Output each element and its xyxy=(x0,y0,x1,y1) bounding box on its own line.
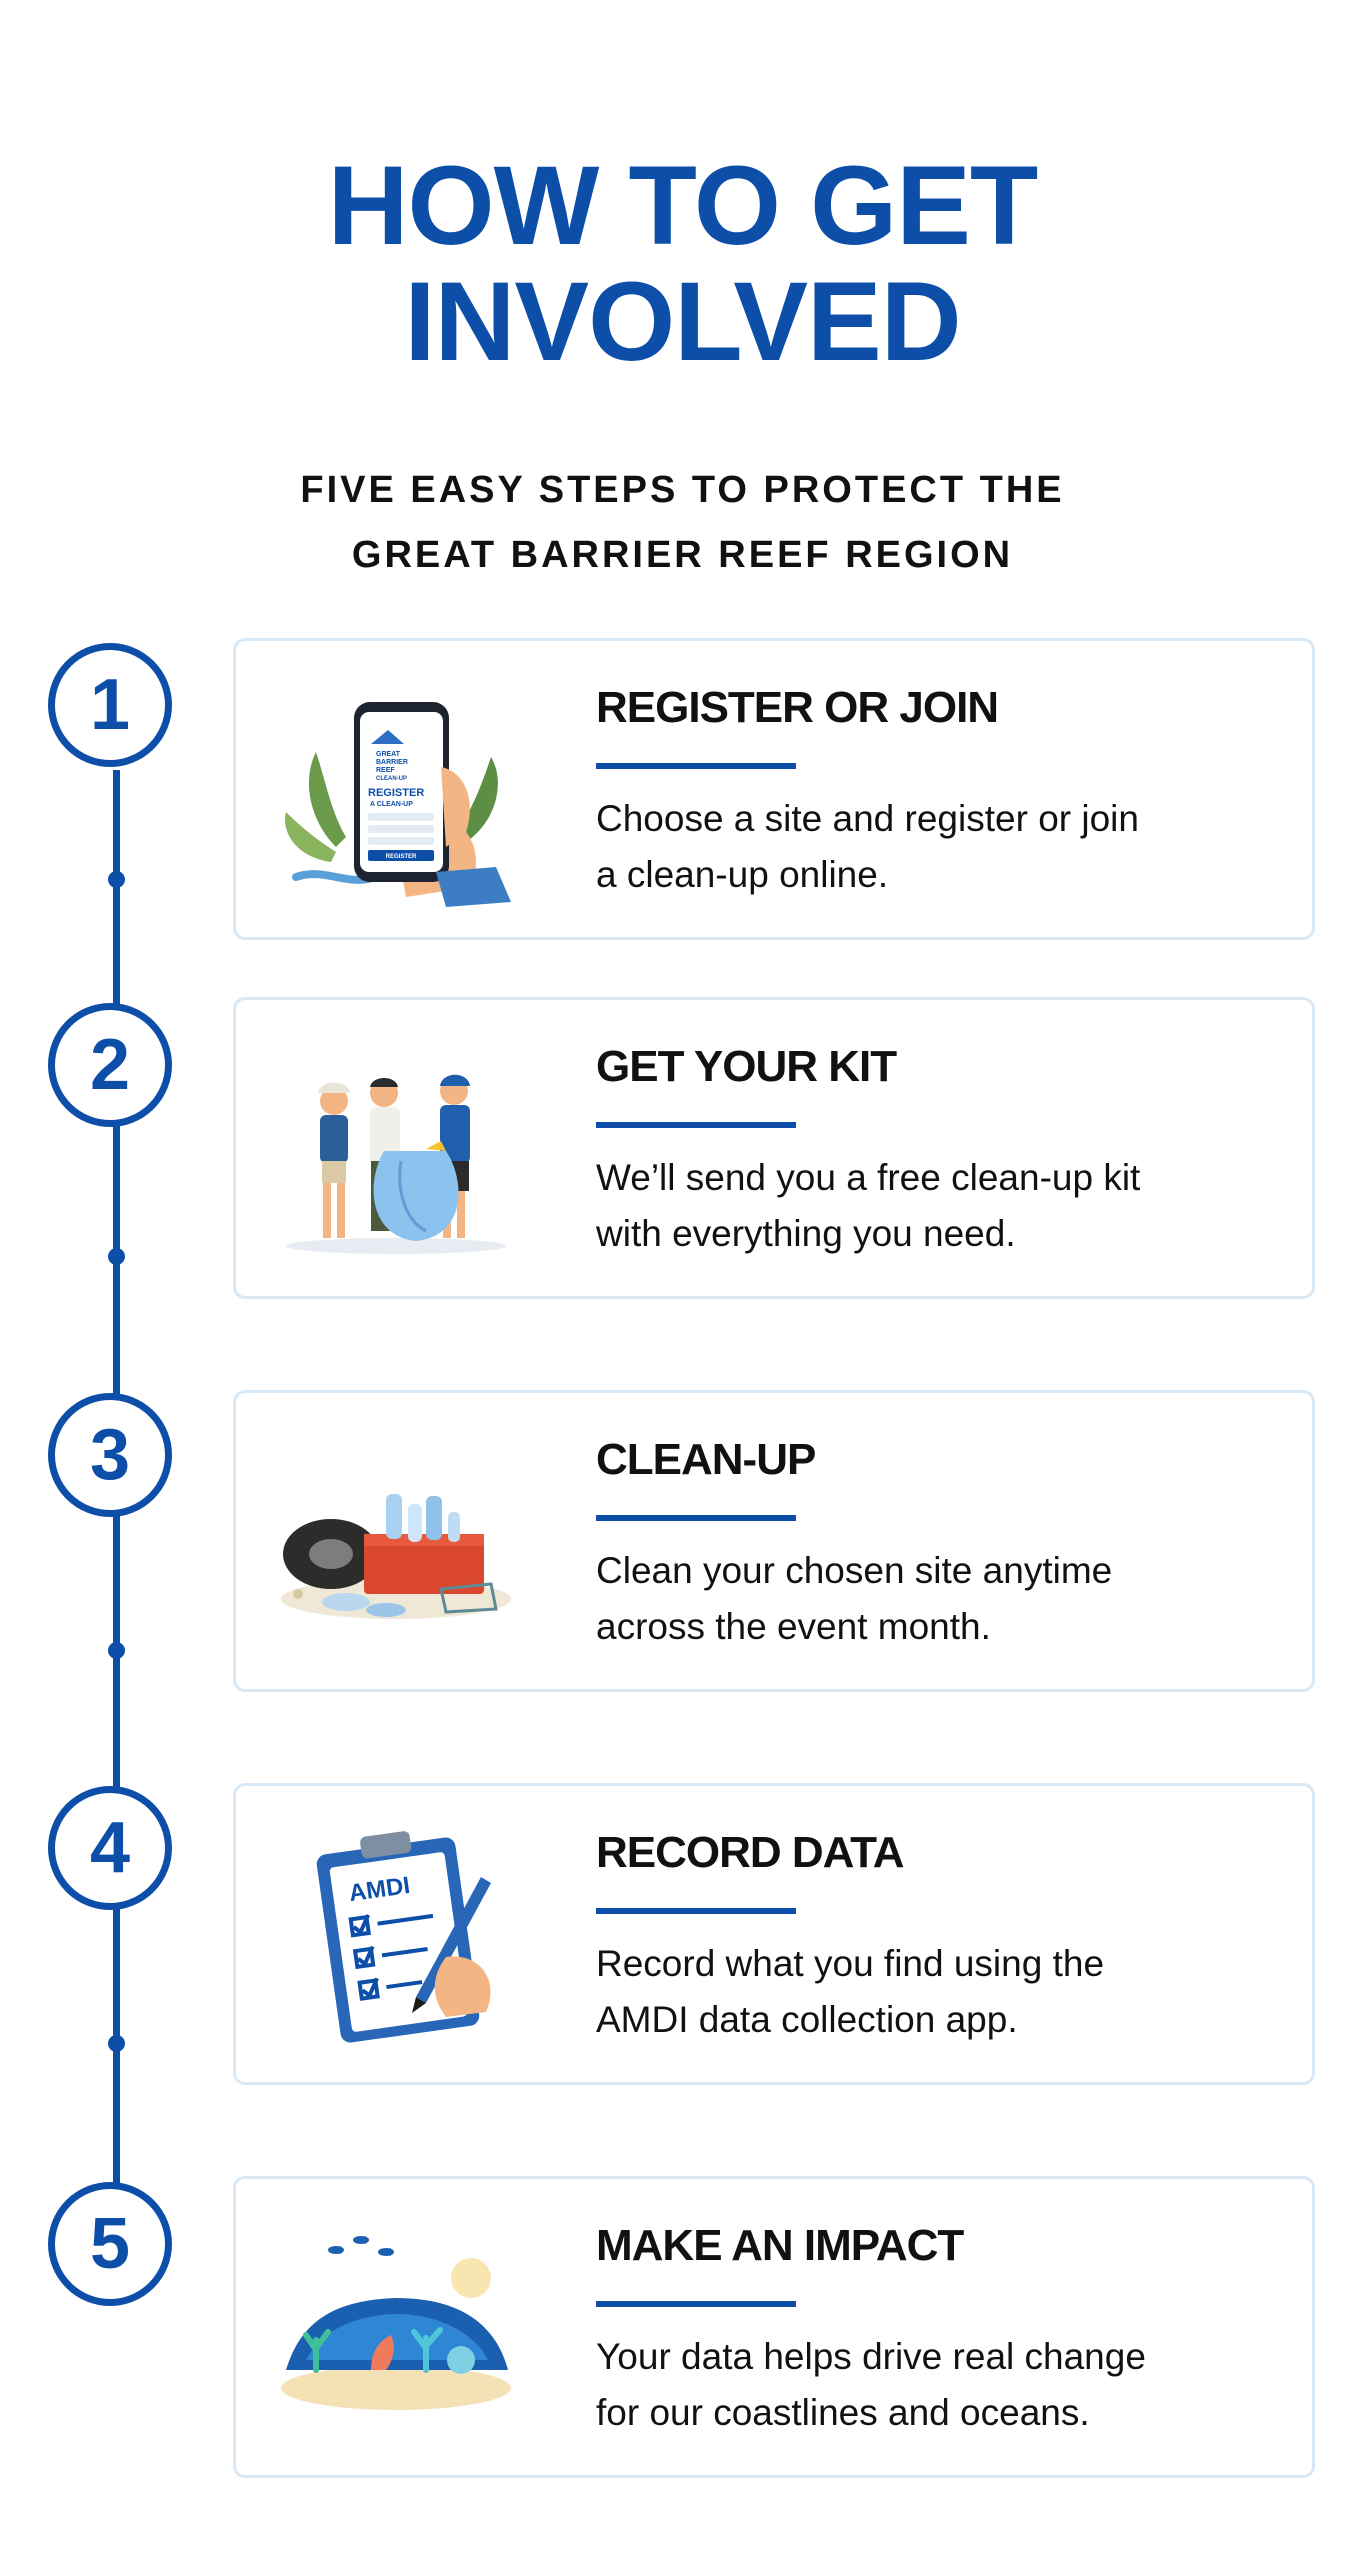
step-title: GET YOUR KIT xyxy=(596,1042,897,1091)
title-underline xyxy=(596,1515,796,1521)
step-number-5: 5 xyxy=(48,2182,172,2306)
step-title: CLEAN-UP xyxy=(596,1435,816,1484)
svg-text:REGISTER: REGISTER xyxy=(368,787,424,799)
timeline-dot xyxy=(108,1642,125,1659)
svg-text:REEF: REEF xyxy=(376,767,395,774)
svg-text:BARRIER: BARRIER xyxy=(376,759,408,766)
litter-basket-icon xyxy=(276,1424,516,1664)
title-underline xyxy=(596,2301,796,2307)
title-underline xyxy=(596,1122,796,1128)
page-title: HOW TO GET INVOLVED xyxy=(0,148,1365,380)
step-description: Clean your chosen site anytime across th… xyxy=(596,1550,1113,1647)
title-line-2: INVOLVED xyxy=(404,259,961,384)
step-card-register: GREAT BARRIER REEF CLEAN-UP REGISTER A C… xyxy=(233,638,1315,940)
timeline-dot xyxy=(108,1248,125,1265)
clipboard-checklist-icon: AMDI xyxy=(276,1817,516,2057)
svg-text:CLEAN-UP: CLEAN-UP xyxy=(376,776,407,782)
step-card-record: AMDI RECORD DATA Record what you find us… xyxy=(233,1783,1315,2085)
step-number-3: 3 xyxy=(48,1393,172,1517)
title-line-1: HOW TO GET xyxy=(327,143,1039,268)
title-underline xyxy=(596,763,796,769)
step-description: We’ll send you a free clean-up kit with … xyxy=(596,1157,1141,1254)
subtitle-line-1: FIVE EASY STEPS TO PROTECT THE xyxy=(300,469,1065,511)
volunteers-kit-icon xyxy=(276,1031,516,1271)
step-number-4: 4 xyxy=(48,1786,172,1910)
coral-reef-icon xyxy=(276,2210,516,2450)
step-number-2: 2 xyxy=(48,1003,172,1127)
step-title: RECORD DATA xyxy=(596,1828,905,1877)
step-card-cleanup: CLEAN-UP Clean your chosen site anytime … xyxy=(233,1390,1315,1692)
step-description: Your data helps drive real change for ou… xyxy=(596,2336,1146,2433)
svg-text:REGISTER: REGISTER xyxy=(386,854,417,860)
svg-text:A CLEAN-UP: A CLEAN-UP xyxy=(370,801,413,808)
step-card-kit: GET YOUR KIT We’ll send you a free clean… xyxy=(233,997,1315,1299)
timeline-dot xyxy=(108,2035,125,2052)
step-description: Record what you find using the AMDI data… xyxy=(596,1943,1105,2040)
phone-register-icon: GREAT BARRIER REEF CLEAN-UP REGISTER A C… xyxy=(276,672,516,912)
title-underline xyxy=(596,1908,796,1914)
step-card-impact: MAKE AN IMPACT Your data helps drive rea… xyxy=(233,2176,1315,2478)
step-title: REGISTER OR JOIN xyxy=(596,683,999,732)
timeline-dot xyxy=(108,871,125,888)
subtitle-line-2: GREAT BARRIER REEF REGION xyxy=(351,534,1014,576)
step-description: Choose a site and register or join a cle… xyxy=(596,798,1139,895)
step-number-1: 1 xyxy=(48,643,172,767)
step-title: MAKE AN IMPACT xyxy=(596,2221,964,2270)
svg-text:GREAT: GREAT xyxy=(376,751,401,758)
page-subtitle: FIVE EASY STEPS TO PROTECT THE GREAT BAR… xyxy=(0,458,1365,588)
